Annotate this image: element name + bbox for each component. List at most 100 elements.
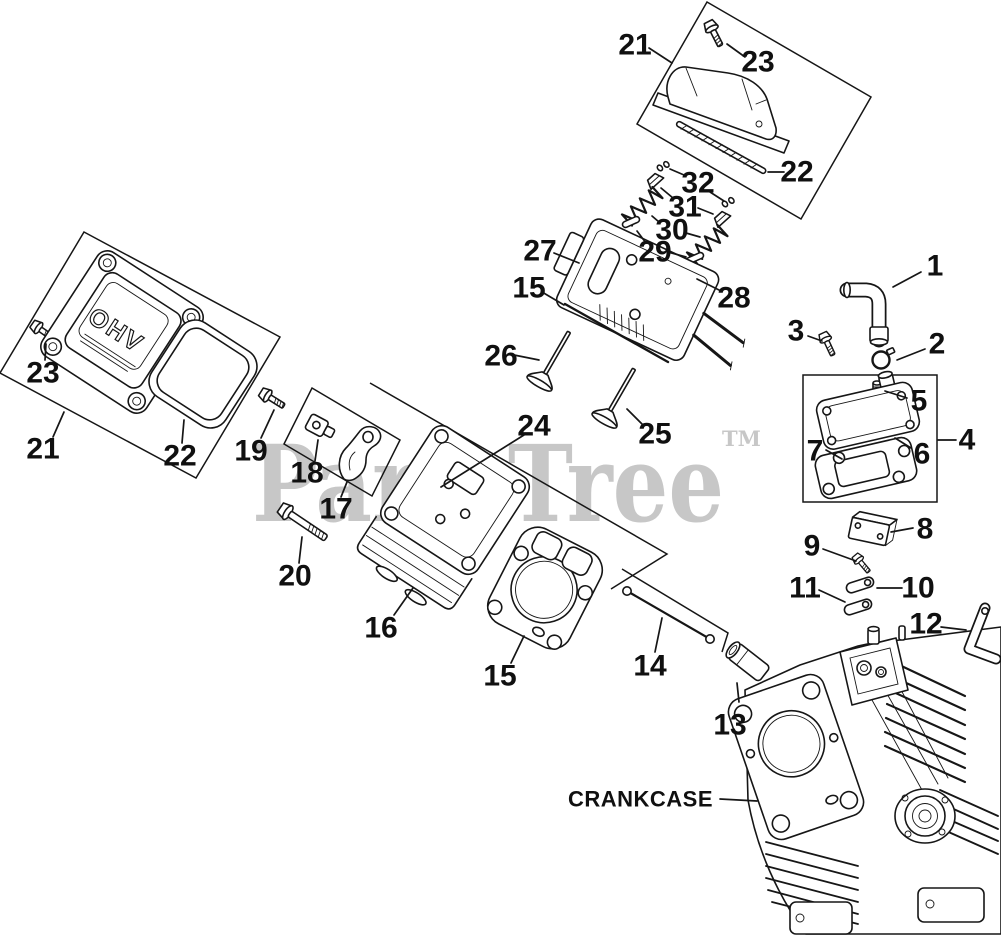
leader-line-28: [696, 278, 722, 292]
box-valve-cover-left: [0, 231, 282, 479]
callout-14: 14: [633, 650, 667, 683]
part-rocker-screw: [256, 385, 289, 413]
callout-1: 1: [927, 250, 944, 283]
callout-27: 27: [523, 235, 556, 268]
crankcase-callout: CRANKCASE: [568, 787, 758, 812]
callout-16: 16: [364, 612, 397, 645]
callout-23: 23: [741, 46, 774, 79]
box-breather-kit: [802, 374, 938, 503]
part-long-rod-15: [563, 302, 670, 364]
callout-8: 8: [917, 513, 934, 546]
leader-line-21: [52, 411, 65, 438]
leader-line-32: [709, 191, 725, 202]
part-spring-retainer-b: [711, 208, 732, 229]
leader-line-27: [553, 252, 580, 264]
callout-6: 6: [914, 438, 931, 471]
leader-line-1: [892, 271, 922, 288]
leader-line-29: [636, 230, 647, 244]
leader-line-22: [181, 419, 185, 444]
callout-15: 15: [483, 660, 516, 693]
leader-line-17: [340, 481, 348, 498]
leader-line-30: [651, 215, 660, 223]
leader-line-9: [822, 548, 857, 562]
callout-19: 19: [234, 435, 267, 468]
callout-3: 3: [788, 315, 805, 348]
leader-line-31: [660, 187, 674, 199]
bracket-24: [369, 382, 669, 590]
callout-22: 22: [780, 156, 813, 189]
group-boxes: [0, 0, 938, 653]
crankcase-drawing: [727, 625, 1001, 935]
leader-line-7: [825, 449, 843, 460]
callout-12: 12: [909, 608, 942, 641]
leader-line-2: [896, 348, 926, 361]
callout-28: 28: [717, 282, 750, 315]
callout-23: 23: [26, 357, 59, 390]
callout-21: 21: [26, 433, 59, 466]
callout-15: 15: [512, 272, 545, 305]
leader-line-24: [440, 434, 525, 488]
part-breather-screw: [816, 329, 840, 359]
leader-line-11: [818, 589, 846, 603]
leader-line-23: [44, 343, 47, 361]
part-strap-10: [844, 575, 876, 595]
leader-line-21: [648, 47, 673, 64]
leader-line-25: [626, 408, 644, 426]
part-small-screw-9: [850, 551, 874, 577]
leader-line-23: [726, 43, 746, 58]
callout-2: 2: [929, 328, 946, 361]
leader-line-15: [510, 635, 525, 664]
part-push-rod-tube: [725, 641, 770, 682]
leader-line-26: [513, 354, 540, 361]
callout-10: 10: [901, 572, 934, 605]
watermark-tm: TM: [722, 426, 761, 451]
leader-line-14: [654, 617, 663, 653]
part-valve-keepers-a: [655, 158, 671, 174]
part-head-gasket: [486, 526, 604, 650]
callout-26: 26: [484, 340, 517, 373]
leader-line-15: [541, 291, 565, 306]
leader-line-3: [807, 335, 823, 342]
leader-line-19: [260, 409, 275, 439]
part-breather-gasket: [814, 436, 918, 500]
bracket-14: [621, 568, 729, 653]
callout-17: 17: [319, 493, 352, 526]
part-valve-cover-top: [652, 66, 790, 154]
leader-line-32: [669, 168, 685, 176]
leader-line-13: [736, 682, 740, 703]
callout-24: 24: [517, 410, 551, 443]
leader-line-6: [894, 437, 912, 449]
part-head-bolt: [276, 502, 328, 542]
part-hose-clamp: [871, 347, 896, 370]
callout-18: 18: [290, 457, 323, 490]
part-valve-cover-left: OHV: [40, 250, 204, 414]
leader-line-16: [393, 587, 414, 616]
leader-line-12: [940, 626, 967, 631]
part-spring-retainer-a: [644, 170, 665, 191]
part-valve-keepers-b: [720, 194, 736, 210]
part-breather-hose: [839, 281, 889, 348]
leader-line-8: [890, 527, 914, 533]
crankcase-label: CRANKCASE: [568, 787, 713, 812]
part-strap-11: [842, 597, 874, 617]
callout-21: 21: [618, 29, 651, 62]
leader-line-30: [685, 232, 701, 238]
part-cover-screw-top: [701, 17, 728, 50]
callout-32: 32: [681, 167, 714, 200]
callout-20: 20: [278, 560, 311, 593]
part-bracket-12: [963, 602, 1001, 665]
callout-9: 9: [804, 530, 821, 563]
part-reed-valve-block: [847, 510, 898, 547]
callout-30: 30: [655, 214, 688, 247]
box-valve-cover-top: [635, 0, 873, 221]
box-rocker-parts: [283, 386, 401, 498]
part-rocker-pivot: [304, 413, 336, 439]
callout-13: 13: [713, 709, 746, 742]
callout-31: 31: [668, 191, 701, 224]
callout-11: 11: [789, 572, 821, 605]
callout-4: 4: [959, 424, 976, 457]
callout-29: 29: [638, 236, 671, 269]
callout-22: 22: [163, 440, 196, 473]
